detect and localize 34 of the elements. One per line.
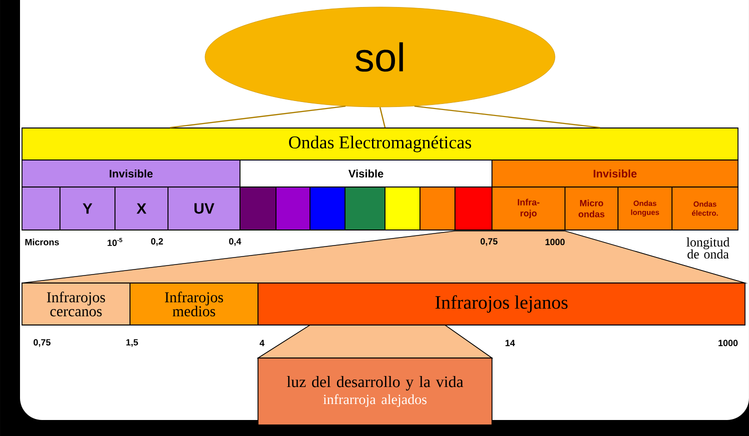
spectrum-cell: UV (168, 186, 240, 230)
ray-line (414, 106, 600, 128)
tick-label: 0,75 (34, 339, 51, 347)
spectrum-cell: Infrarojos cercanos (22, 282, 130, 326)
color-swatch (240, 186, 276, 230)
tick-label: 10$^{-5}$ (108, 238, 122, 246)
spectrum-cell: X (114, 186, 168, 230)
spectrum-cell: Infra- rojo (492, 186, 566, 230)
detail-box: luz del desarrollo y la vida infrarroja alejados (258, 358, 492, 426)
color-swatch (384, 186, 420, 230)
color-swatch (276, 186, 310, 230)
tick-label: 0,4 (229, 238, 242, 246)
spectrum-cell: Micro ondas (564, 186, 618, 230)
tick-label: 0,2 (151, 238, 163, 246)
color-swatch (310, 186, 346, 230)
title-bar: Ondas Electromagnéticas (22, 128, 738, 160)
range-box: Infrarojos lejanos (258, 282, 746, 326)
ray-line (170, 106, 346, 128)
band-header: Visible (240, 160, 492, 188)
color-swatch (454, 186, 492, 230)
tick-label: 0,75 (480, 238, 498, 246)
ray-line (379, 107, 386, 128)
color-swatch (344, 186, 386, 230)
tick-label: 1000 (546, 238, 565, 246)
spectrum-cell: Infrarojos medios (130, 282, 258, 326)
color-swatch (22, 186, 60, 230)
tick-label: 1000 (718, 340, 738, 346)
tick-label: Microns (25, 238, 59, 246)
tick-label: 14 (506, 340, 515, 346)
axis-caption: longitud de onda (686, 237, 730, 259)
tick-label: 1,5 (126, 339, 138, 347)
tick-label: 4 (260, 340, 264, 346)
color-swatch (420, 186, 456, 230)
spectrum-cell: Y (60, 186, 116, 230)
